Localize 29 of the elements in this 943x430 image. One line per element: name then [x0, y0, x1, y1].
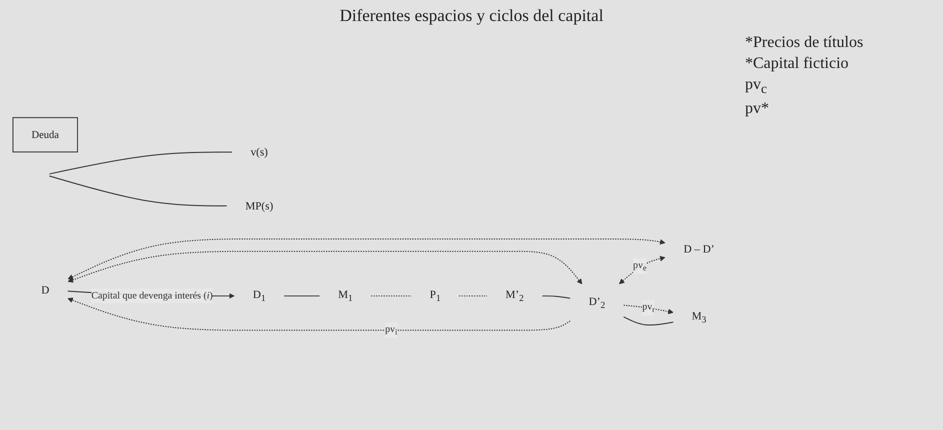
note-text: pv* — [745, 100, 769, 118]
connector-line — [458, 295, 488, 296]
note-text: *Precios de títulos — [745, 34, 864, 52]
edge-label: Capital que devenga interés (i) — [91, 288, 213, 304]
node-text: M$_{3}$ — [692, 310, 706, 325]
connector-line — [542, 295, 571, 299]
node-text: D$_{1}$ — [252, 288, 266, 304]
arrow — [623, 304, 674, 314]
arrow — [68, 238, 666, 280]
note-text: *Capital ficticio — [745, 55, 849, 73]
connector-line — [284, 295, 320, 296]
node-text: v(s) — [250, 146, 268, 158]
node-text: D – D’ — [684, 242, 714, 256]
arrow — [68, 298, 571, 331]
node-text: M’$_{2}$ — [506, 288, 524, 304]
node-text: D — [41, 283, 50, 296]
connector-line — [48, 176, 228, 206]
node-text: P$_{1}$ — [430, 288, 441, 304]
connector-line — [370, 295, 412, 296]
note-text: pv$_{c}$ — [745, 76, 767, 98]
diagram-title: Diferentes espacios y ciclos del capital — [338, 6, 604, 26]
node-text: D’$_{2}$ — [588, 295, 606, 310]
label-box: Deuda — [12, 117, 78, 152]
node-text: MP(s) — [245, 199, 274, 212]
arrow — [68, 250, 582, 284]
arrow — [619, 256, 666, 284]
node-text: M$_{1}$ — [338, 288, 353, 304]
connector-line — [48, 152, 233, 174]
connector-line — [623, 316, 674, 326]
